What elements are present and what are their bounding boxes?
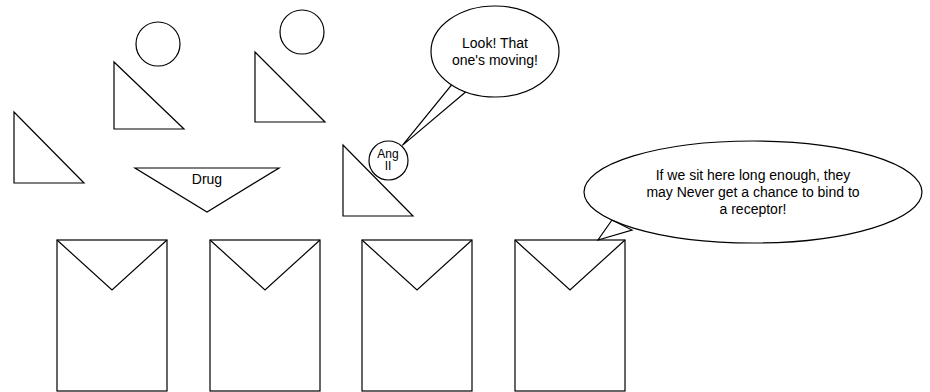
speech-bubble-shape xyxy=(431,6,559,97)
carrier-triangle xyxy=(255,52,325,122)
receptor xyxy=(362,240,472,391)
receptor-notch xyxy=(57,240,167,290)
drug-triangle: Drug xyxy=(134,167,280,213)
carrier-triangle xyxy=(114,62,184,129)
speech-tail xyxy=(402,84,466,145)
bound-ligand xyxy=(280,10,324,54)
speech-bubble: If we sit here long enough, they may Nev… xyxy=(583,140,923,244)
ang-ii-circle: Ang II xyxy=(368,140,409,181)
receptor-notch xyxy=(210,240,320,290)
receptor xyxy=(515,240,625,391)
bound-ligand xyxy=(136,22,180,66)
drug-triangle-shape xyxy=(135,168,279,212)
receptor xyxy=(57,240,167,391)
node-text: If we sit here long enough, they may Nev… xyxy=(644,167,862,218)
receptor xyxy=(210,240,320,391)
node-text: Ang II xyxy=(373,148,403,172)
receptor-notch xyxy=(515,240,625,290)
node-text: Drug xyxy=(167,167,247,188)
ang-ii-circle-shape xyxy=(369,141,408,180)
node-text: Look! That one's moving! xyxy=(445,35,545,69)
speech-tail-shape xyxy=(402,84,466,145)
speech-bubble-shape xyxy=(584,141,922,243)
speech-bubble: Look! That one's moving! xyxy=(430,5,560,98)
receptor-notch xyxy=(362,240,472,290)
carrier-triangle xyxy=(14,112,84,183)
